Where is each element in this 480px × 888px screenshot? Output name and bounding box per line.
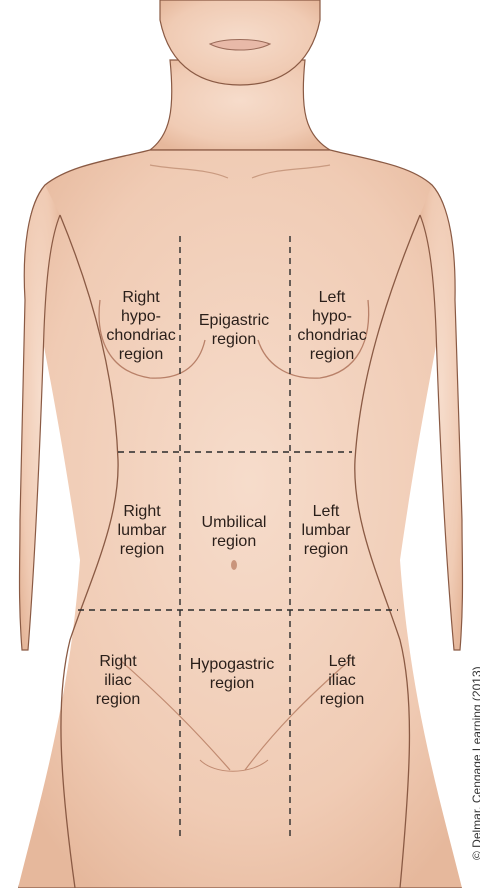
copyright-credit: © Delmar, Cengage Learning (2013) bbox=[470, 666, 480, 860]
region-label-hypogastric: Hypogastric region bbox=[190, 655, 274, 693]
region-label-left-iliac: Left iliac region bbox=[320, 652, 364, 709]
region-label-umbilical: Umbilical region bbox=[202, 513, 267, 551]
region-label-left-hypochondriac: Left hypo- chondriac region bbox=[297, 288, 366, 364]
navel bbox=[231, 560, 237, 570]
region-label-right-iliac: Right iliac region bbox=[96, 652, 140, 709]
region-label-epigastric: Epigastric region bbox=[199, 311, 269, 349]
region-label-right-hypochondriac: Right hypo- chondriac region bbox=[106, 288, 175, 364]
region-label-right-lumbar: Right lumbar region bbox=[118, 502, 167, 559]
region-label-left-lumbar: Left lumbar region bbox=[302, 502, 351, 559]
